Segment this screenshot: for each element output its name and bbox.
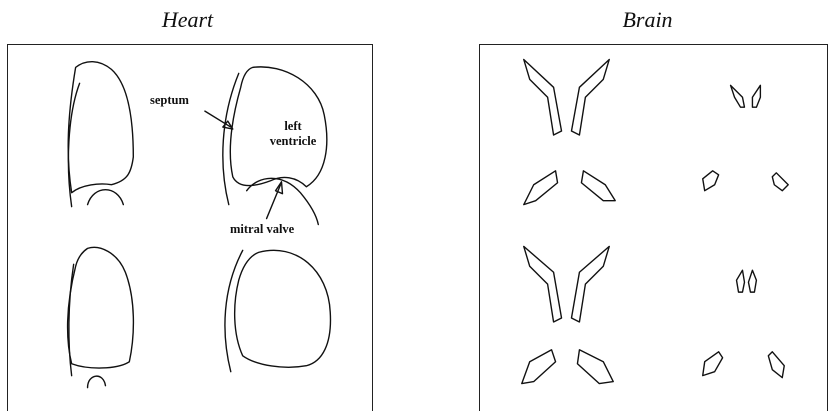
brain-diagram (480, 45, 827, 411)
brain-panel (479, 44, 828, 411)
heart-panel-title: Heart (0, 2, 375, 38)
brain-ventricle-row1-left-a (524, 59, 562, 135)
brain-ventricle-row3-left-b (571, 246, 609, 322)
heart-panel: septum left ventricle mitral valve (7, 44, 373, 411)
brain-ventricle-row4-left-a (522, 350, 556, 384)
heart-septum-bottom-right (225, 250, 243, 371)
heart-ventricle-outline-bottom-left (68, 247, 134, 368)
septum-label: septum (150, 93, 189, 108)
brain-ventricle-row1-right-a (731, 85, 745, 107)
brain-ventricle-row2-left-a (524, 171, 558, 205)
mitral-valve-label: mitral valve (230, 222, 294, 237)
heart-diagram (8, 45, 372, 411)
brain-ventricle-row4-right-a (703, 352, 723, 376)
brain-ventricle-row4-left-b (577, 350, 613, 384)
left-ventricle-label-line1: left (258, 119, 328, 134)
heart-ventricle-outline-top-left (68, 62, 133, 193)
brain-ventricle-row3-right-b (748, 270, 756, 292)
brain-ventricle-row4-right-b (768, 352, 784, 378)
brain-ventricle-row3-right-a (737, 270, 745, 292)
brain-panel-title: Brain (460, 2, 833, 38)
mitral-valve-arrow (267, 185, 281, 219)
brain-ventricle-row2-left-b (581, 171, 615, 201)
brain-ventricle-row2-right-a (703, 171, 719, 191)
brain-ventricle-row1-right-b (752, 85, 760, 107)
heart-valve-bottom-left (88, 376, 106, 387)
heart-valve-top-left (88, 190, 124, 205)
brain-ventricle-row2-right-b (772, 173, 788, 191)
left-ventricle-label-line2: ventricle (258, 134, 328, 149)
brain-ventricle-row1-left-b (571, 59, 609, 135)
heart-ventricle-outline-bottom-right (235, 250, 331, 367)
brain-ventricle-row3-left-a (524, 246, 562, 322)
